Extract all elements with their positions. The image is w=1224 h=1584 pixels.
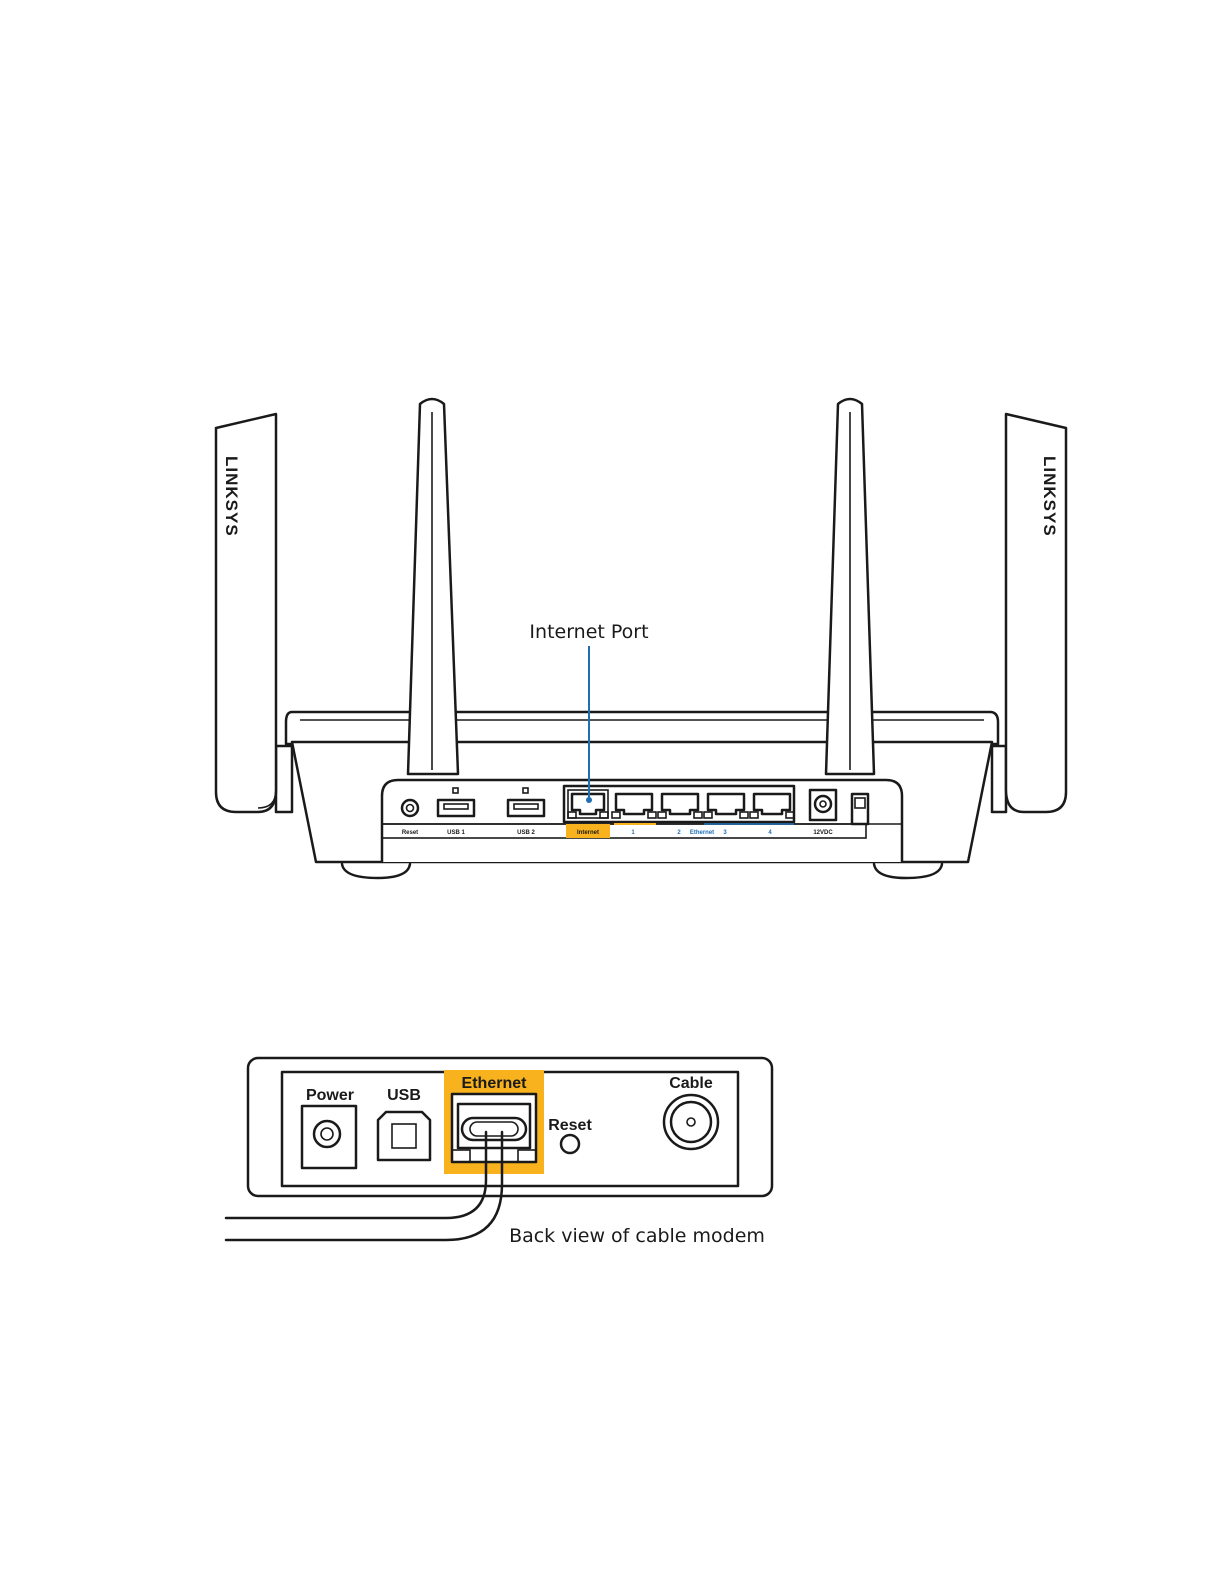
modem-label-ethernet: Ethernet (462, 1075, 528, 1092)
router-top-lid (286, 712, 998, 744)
left-paddle-antenna: LINKSYS (216, 414, 276, 812)
brand-logo-left: LINKSYS (222, 456, 241, 537)
label-reset: Reset (402, 830, 418, 836)
hinge-left (276, 746, 292, 812)
modem-usb-port (378, 1112, 430, 1160)
modem-label-power: Power (306, 1087, 354, 1104)
modem-label-usb: USB (387, 1087, 421, 1104)
callout-internet-port: Internet Port (529, 621, 648, 643)
router-foot-left (342, 864, 410, 878)
label-usb2: USB 2 (517, 830, 535, 836)
modem-caption: Back view of cable modem (509, 1225, 765, 1247)
modem-label-reset: Reset (548, 1117, 592, 1134)
modem-power-jack (302, 1106, 356, 1168)
right-paddle-antenna: LINKSYS (1006, 414, 1066, 812)
router-foot-right (874, 864, 942, 878)
router: LINKSYS LINKSYS (216, 399, 1066, 878)
label-12vdc: 12VDC (813, 830, 833, 836)
cable-modem: Power USB Ethernet Reset (226, 1058, 772, 1247)
label-ethernet: Ethernet (690, 830, 714, 836)
modem-ethernet-port (452, 1094, 536, 1162)
label-internet: Internet (577, 830, 599, 836)
label-usb1: USB 1 (447, 830, 465, 836)
brand-logo-right: LINKSYS (1040, 456, 1059, 537)
modem-label-cable: Cable (669, 1075, 713, 1092)
modem-coax-connector (664, 1095, 718, 1149)
modem-reset-button (561, 1135, 579, 1153)
hinge-right (992, 746, 1006, 812)
left-antenna (408, 399, 458, 774)
callout-dot (586, 797, 592, 803)
